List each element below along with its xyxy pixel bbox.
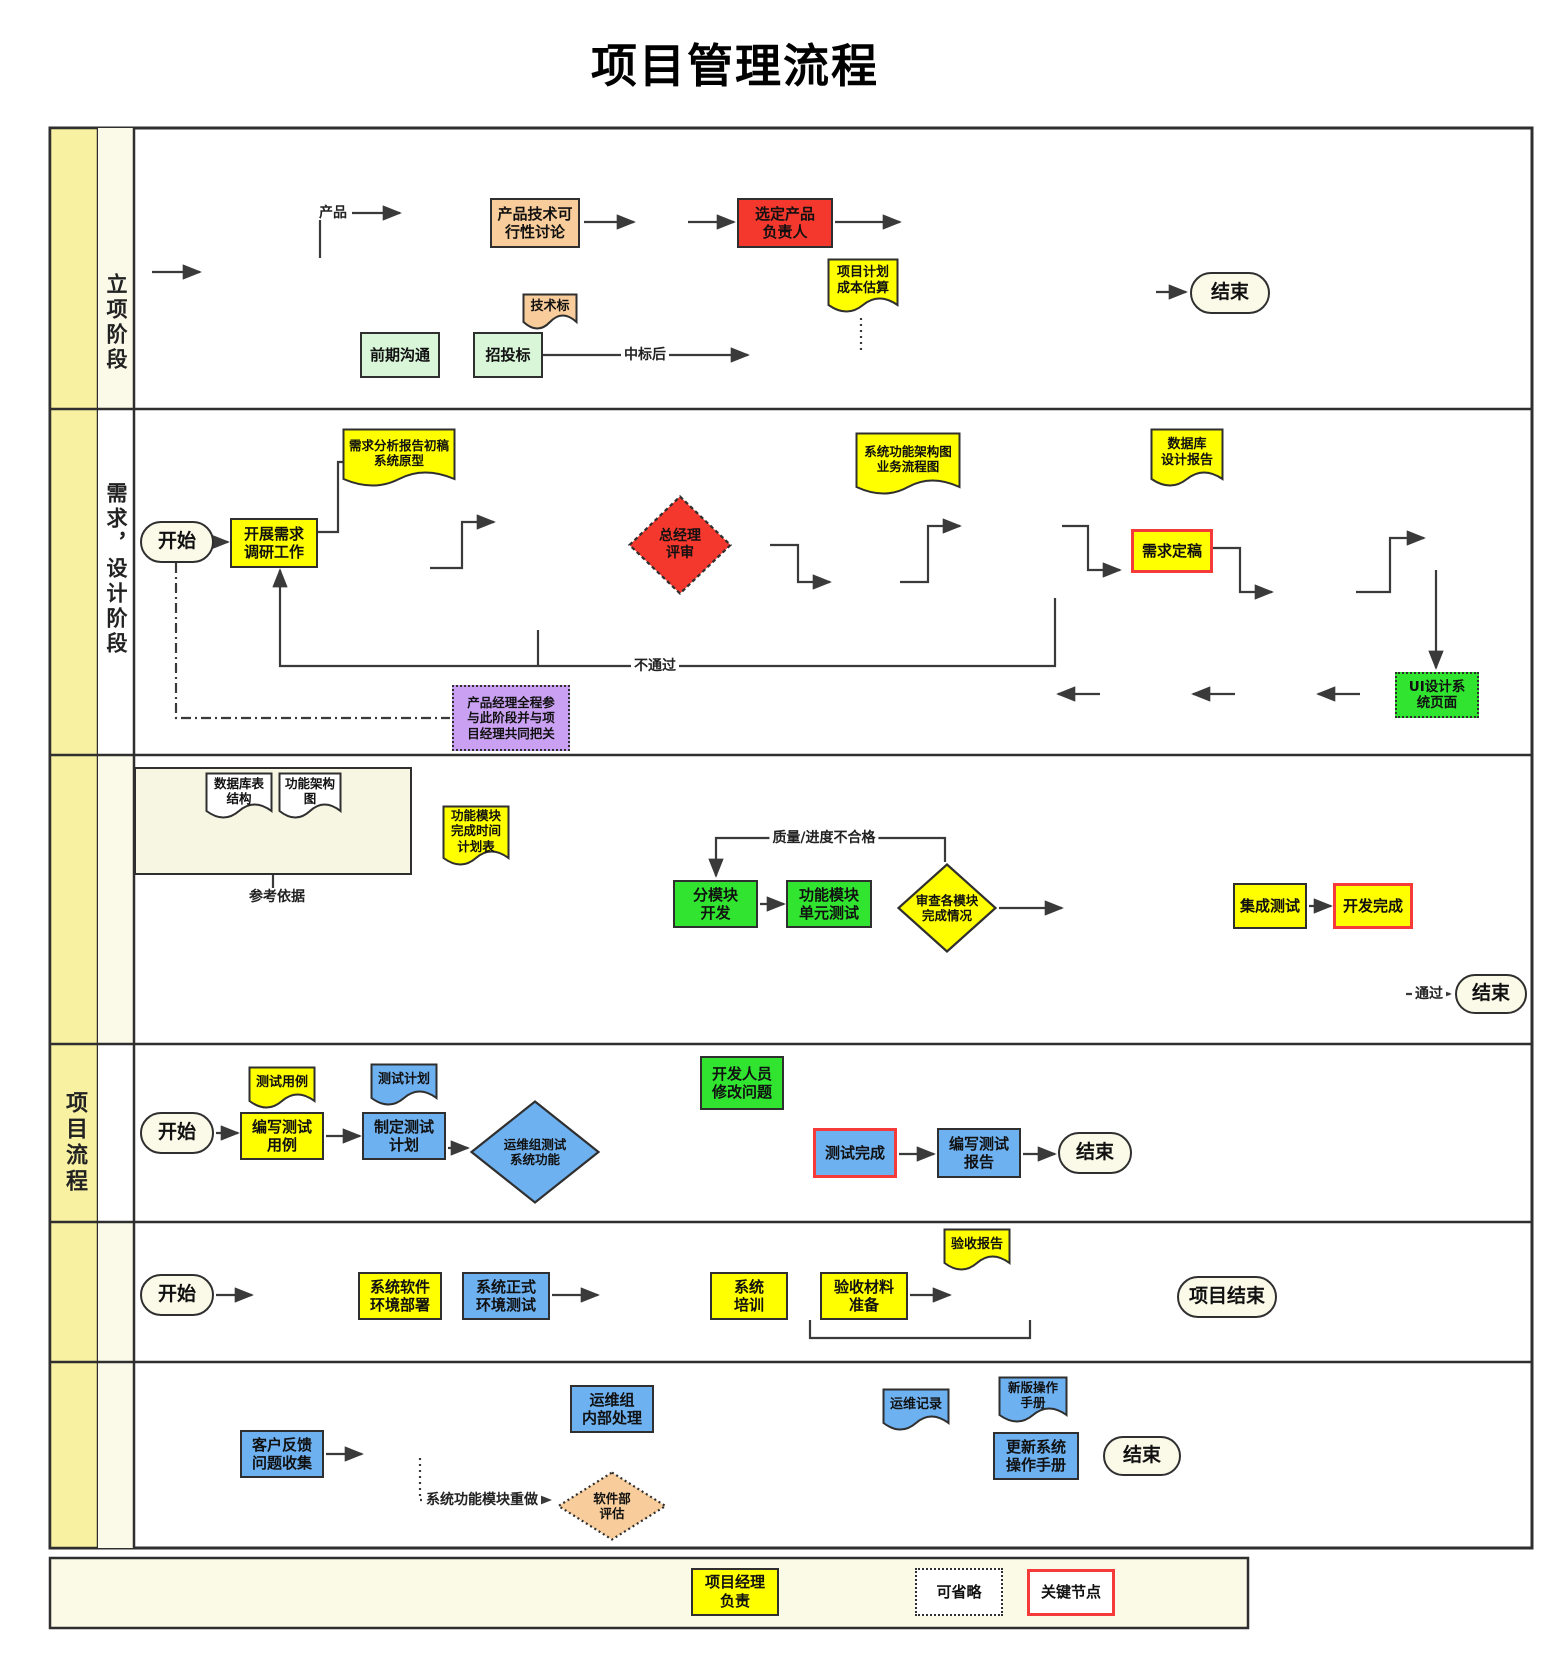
design-mid-elbow-3: [1062, 524, 1122, 578]
review-out-elbow: [770, 543, 832, 590]
acceptance-bracket: [808, 1320, 1032, 1340]
pm-dashdot-link: [174, 563, 450, 720]
final-draft-out-elbow: [1213, 546, 1274, 600]
redo-dotted-path: [418, 1458, 552, 1508]
design-mid-elbow-2: [900, 518, 962, 584]
page-title: 项目管理流程: [591, 39, 879, 93]
design-mid-elbow-4: [1356, 530, 1426, 594]
design-mid-elbow-1: [430, 514, 496, 570]
